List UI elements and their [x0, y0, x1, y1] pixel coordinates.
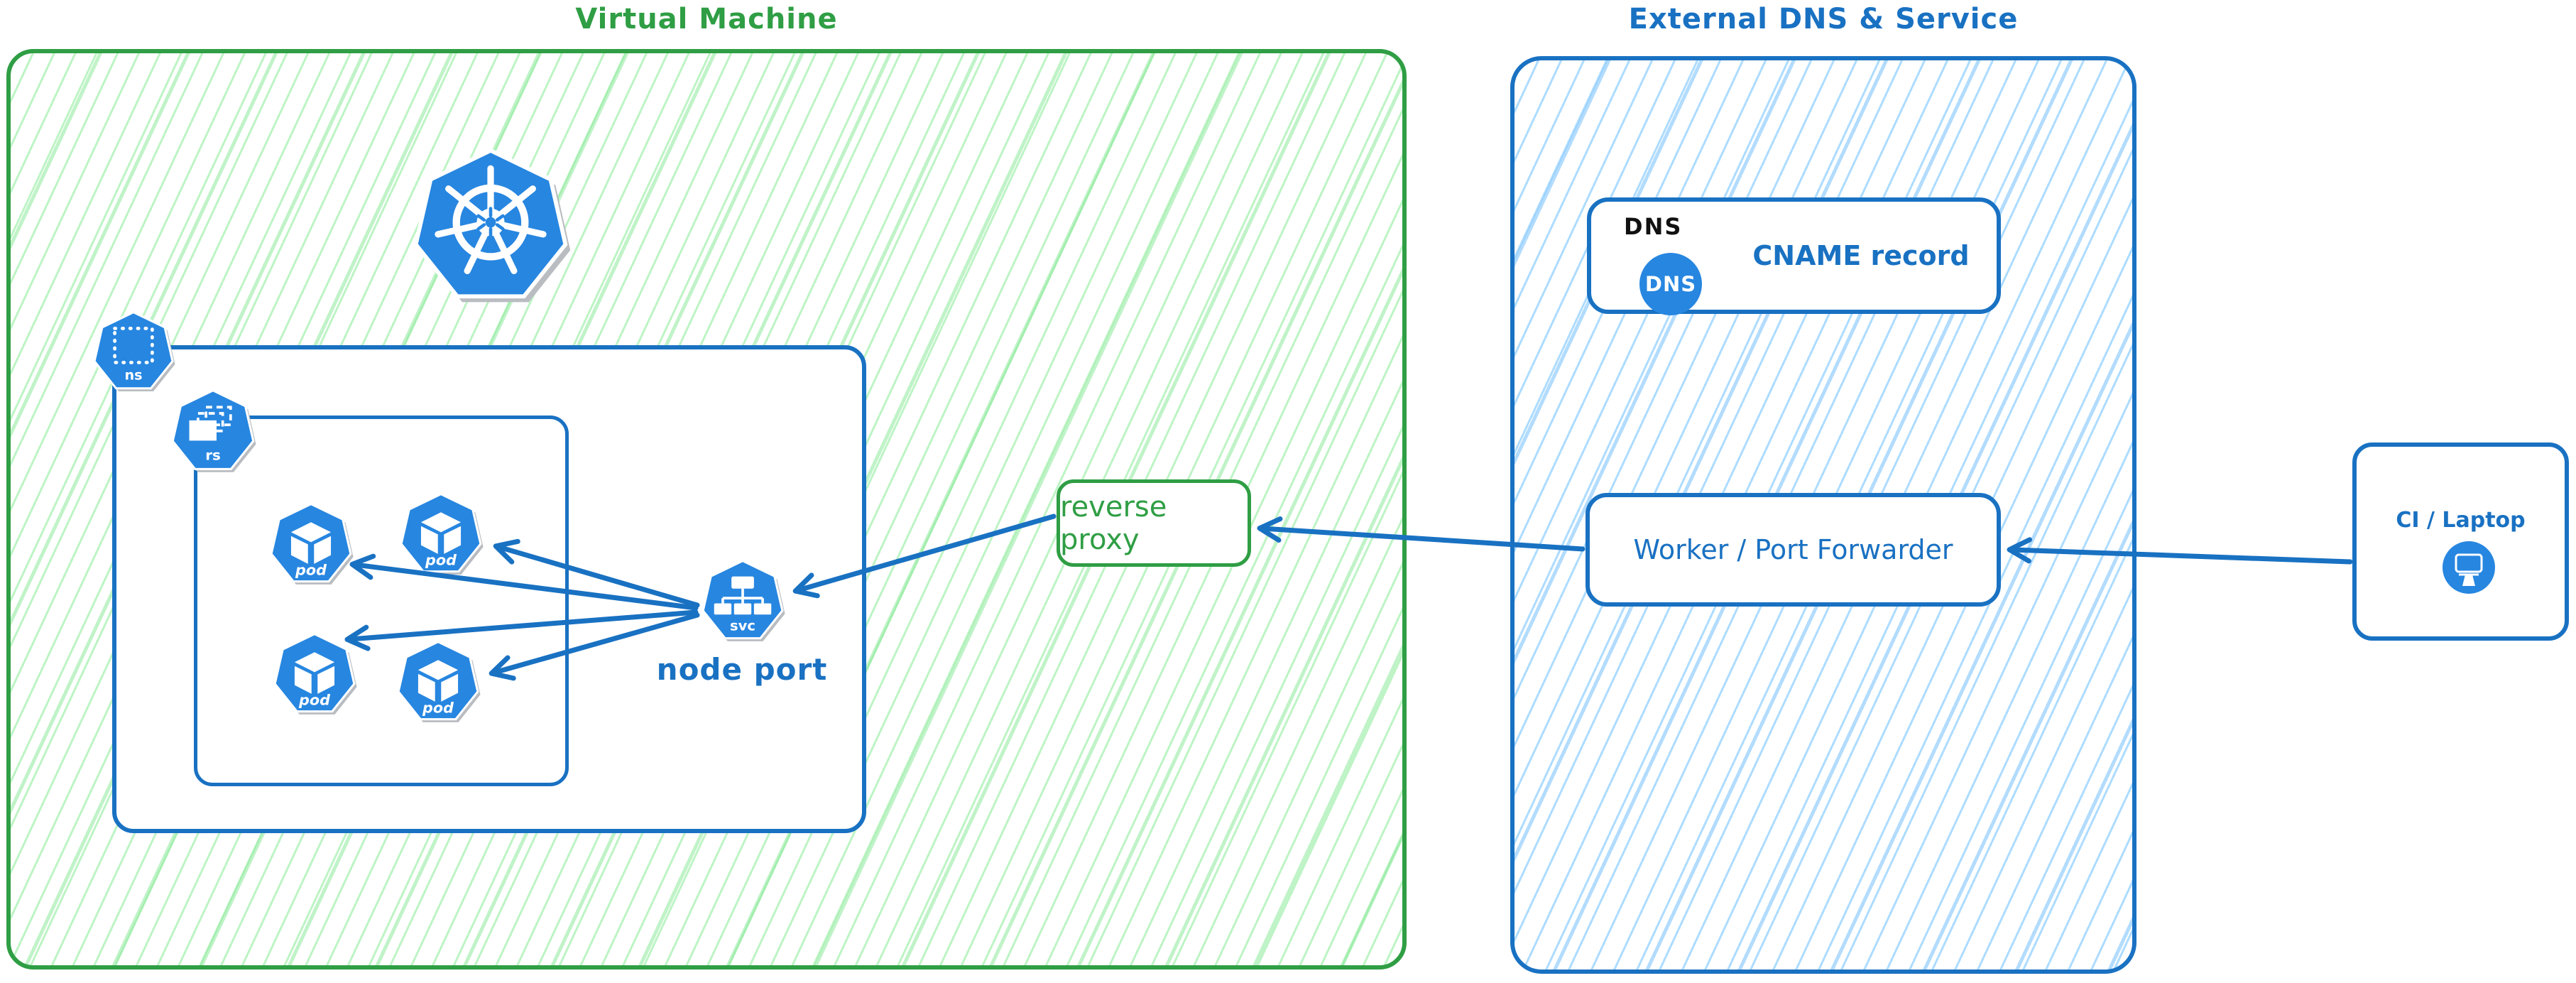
arrow-service-to-pod: [344, 609, 699, 651]
dns-badge: DNS: [1639, 253, 1702, 315]
svg-text:pod: pod: [422, 700, 454, 717]
worker-port-forwarder-label: Worker / Port Forwarder: [1633, 534, 1953, 565]
monitor-icon: [2443, 541, 2495, 594]
pod-icon: pod: [397, 641, 481, 724]
pod-icon: pod: [270, 503, 354, 586]
ci-laptop-box: CI / Laptop: [2352, 442, 2569, 641]
service-icon: svc: [702, 560, 786, 643]
svg-text:ns: ns: [124, 366, 142, 383]
dns-header-label: DNS: [1624, 213, 1683, 240]
arrow-service-to-pod: [349, 553, 699, 611]
kubernetes-logo-icon: [409, 146, 572, 309]
virtual-machine-title: Virtual Machine: [575, 3, 838, 36]
dns-record-box: DNS DNS CNAME record: [1587, 197, 2001, 315]
arrow-worker-to-reverse-proxy: [1257, 516, 1586, 552]
pod-icon: pod: [400, 493, 484, 576]
arrow-reverse-proxy-to-service: [792, 514, 1057, 599]
svg-text:pod: pod: [295, 562, 327, 579]
svg-text:pod: pod: [298, 692, 331, 709]
replicaset-icon: rs: [171, 389, 257, 474]
external-dns-title: External DNS & Service: [1628, 3, 2019, 36]
ci-laptop-label: CI / Laptop: [2396, 508, 2526, 533]
arrow-ci-to-worker: [2007, 537, 2353, 565]
node-port-caption: node port: [656, 652, 828, 687]
replicaset-box: [194, 416, 569, 786]
svg-text:pod: pod: [425, 552, 457, 569]
arrow-service-to-pod: [489, 612, 700, 681]
reverse-proxy-box: reverse proxy: [1057, 479, 1251, 567]
svg-text:rs: rs: [205, 447, 221, 464]
svg-text:svc: svc: [730, 617, 755, 634]
arrow-service-to-pod: [493, 538, 700, 608]
reverse-proxy-label: reverse proxy: [1060, 490, 1167, 556]
cname-record-label: CNAME record: [1752, 240, 1970, 271]
namespace-icon: ns: [93, 311, 176, 393]
pod-icon: pod: [273, 633, 358, 716]
worker-port-forwarder-box: Worker / Port Forwarder: [1586, 493, 2001, 607]
